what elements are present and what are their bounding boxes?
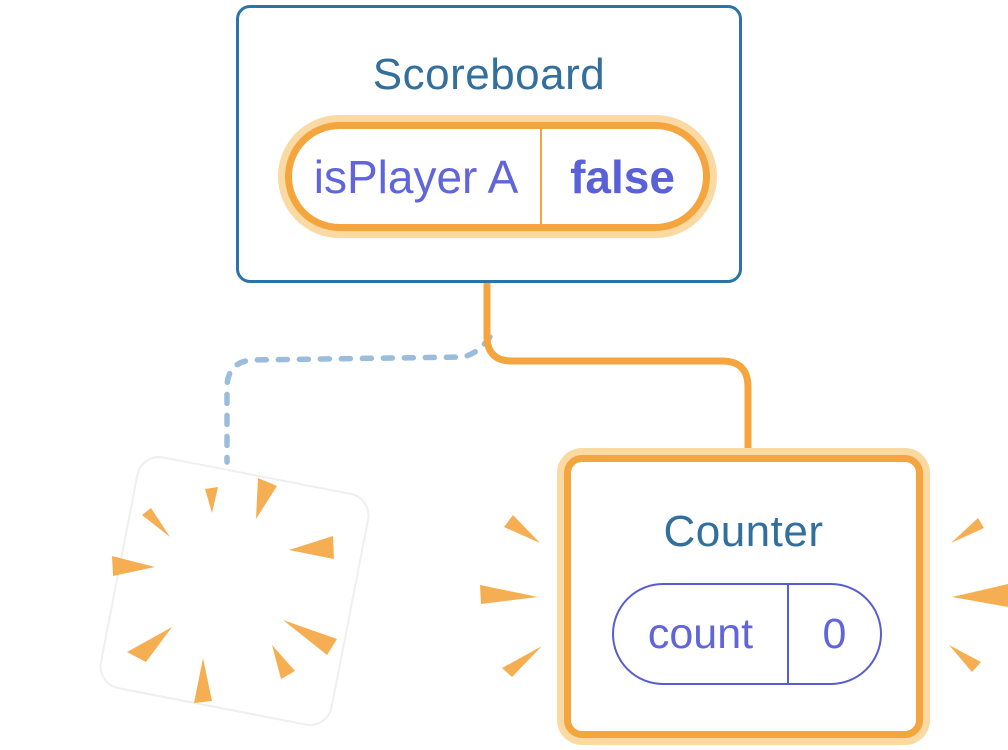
pill-divider	[787, 585, 789, 683]
state-label: count	[647, 609, 754, 658]
state-value: 0	[822, 609, 847, 658]
removed-card-shape	[99, 456, 370, 726]
dashed-removed-link	[224, 334, 493, 465]
state-link-line	[483, 280, 752, 456]
state-label: isPlayer A	[313, 150, 519, 203]
counter-state-pill: count 0	[612, 583, 882, 685]
explosion-burst-icon	[112, 478, 337, 703]
component-title: Scoreboard	[372, 50, 606, 99]
emphasis-lines-icon	[480, 515, 542, 677]
pill-divider	[540, 129, 542, 224]
removed-component-card	[99, 456, 370, 726]
counter-component-node: Counter count 0	[564, 455, 923, 738]
scoreboard-state-pill: isPlayer A false	[285, 122, 710, 231]
scoreboard-component-node: Scoreboard isPlayer A false	[236, 5, 742, 283]
state-value: false	[570, 150, 675, 203]
component-title: Counter	[663, 507, 824, 556]
emphasis-lines-icon	[949, 518, 1008, 672]
